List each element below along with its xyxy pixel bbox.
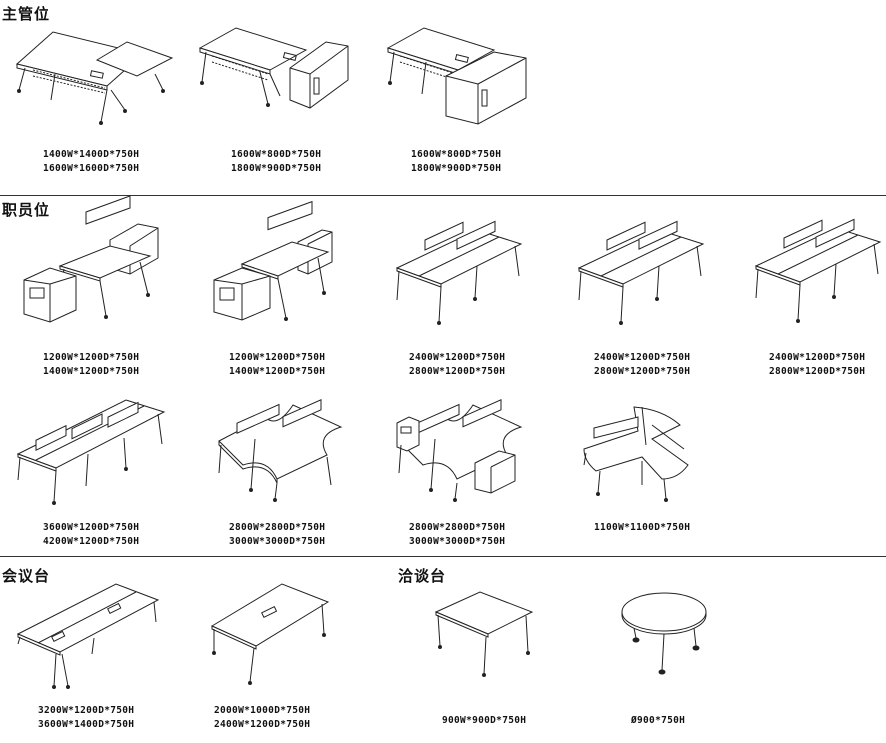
two-seat-cabinet-icon	[20, 210, 160, 330]
square-table-icon	[434, 590, 534, 680]
dimension-text: 1200W*1200D*750H 1400W*1200D*750H	[43, 351, 139, 379]
desk-side-cabinet-icon	[386, 28, 546, 138]
dimension-line: Ø900*750H	[631, 715, 686, 726]
section-title-manager: 主管位	[2, 5, 51, 23]
dimension-text: 2800W*2800D*750H 3000W*3000D*750H	[229, 521, 325, 549]
dimension-line: 3000W*3000D*750H	[229, 536, 326, 547]
cross-four-seat-icon	[215, 403, 345, 503]
dimension-text: 900W*900D*750H	[442, 714, 526, 728]
four-seat-bench-icon	[395, 228, 525, 328]
dimension-text: 2400W*1200D*750H 2800W*1200D*750H	[594, 351, 690, 379]
dimension-line: 1800W*900D*750H	[231, 163, 322, 174]
dimension-line: 3600W*1200D*750H	[43, 522, 140, 533]
product-four-seat-bench	[754, 226, 884, 326]
dimension-line: 4200W*1200D*750H	[43, 536, 140, 547]
dimension-line: 2000W*1000D*750H	[214, 705, 311, 716]
dimension-line: 1600W*1600D*750H	[43, 163, 140, 174]
dimension-line: 2800W*2800D*750H	[229, 522, 326, 533]
dimension-text: 3600W*1200D*750H 4200W*1200D*750H	[43, 521, 139, 549]
dimension-line: 3600W*1400D*750H	[38, 719, 135, 730]
section-divider	[0, 195, 886, 196]
six-seat-bench-icon	[16, 398, 166, 508]
dimension-line: 2800W*1200D*750H	[409, 366, 506, 377]
four-seat-bench-icon	[754, 226, 884, 326]
dimension-text: 1400W*1400D*750H 1600W*1600D*750H	[43, 148, 139, 176]
dimension-line: 1400W*1200D*750H	[43, 366, 140, 377]
product-round-table	[620, 592, 710, 678]
product-two-seat-cabinet	[20, 210, 160, 330]
dimension-line: 3200W*1200D*750H	[38, 705, 135, 716]
dimension-line: 2800W*2800D*750H	[409, 522, 506, 533]
section-title-negotiation: 洽谈台	[398, 567, 447, 585]
dimension-line: 1600W*800D*750H	[231, 149, 322, 160]
product-six-seat-bench	[16, 398, 166, 508]
dimension-line: 2400W*1200D*750H	[214, 719, 311, 730]
dimension-line: 1400W*1200D*750H	[229, 366, 326, 377]
product-square-table	[434, 590, 534, 680]
two-seat-cabinet-icon	[212, 222, 342, 330]
l-desk-icon	[15, 30, 175, 140]
product-meeting-table	[210, 582, 330, 687]
dimension-line: 1200W*1200D*750H	[43, 352, 140, 363]
long-meeting-table-icon	[16, 582, 161, 692]
dimension-line: 2800W*1200D*750H	[769, 366, 866, 377]
product-three-seat-pod	[582, 405, 692, 500]
product-four-seat-bench	[577, 228, 707, 328]
dimension-text: 1600W*800D*750H 1800W*900D*750H	[231, 148, 321, 176]
dimension-line: 1600W*800D*750H	[411, 149, 502, 160]
section-title-meeting: 会议台	[2, 567, 51, 585]
dimension-line: 1800W*900D*750H	[411, 163, 502, 174]
product-l-desk	[15, 30, 175, 140]
dimension-text: 1100W*1100D*750H	[594, 521, 690, 535]
dimension-line: 1400W*1400D*750H	[43, 149, 140, 160]
dimension-text: 1200W*1200D*750H 1400W*1200D*750H	[229, 351, 325, 379]
section-divider	[0, 556, 886, 557]
dimension-line: 2400W*1200D*750H	[594, 352, 691, 363]
meeting-table-icon	[210, 582, 330, 687]
dimension-line: 900W*900D*750H	[442, 715, 527, 726]
product-four-seat-bench	[395, 228, 525, 328]
four-seat-bench-icon	[577, 228, 707, 328]
product-two-seat-cabinet	[212, 222, 342, 330]
dimension-text: 1600W*800D*750H 1800W*900D*750H	[411, 148, 501, 176]
product-cross-four-seat	[215, 403, 345, 503]
three-seat-pod-icon	[582, 405, 692, 500]
dimension-text: 2400W*1200D*750H 2800W*1200D*750H	[769, 351, 865, 379]
cross-four-seat-cabinet-icon	[395, 403, 525, 503]
dimension-text: 2800W*2800D*750H 3000W*3000D*750H	[409, 521, 505, 549]
dimension-line: 3000W*3000D*750H	[409, 536, 506, 547]
section-title-staff: 职员位	[2, 201, 51, 219]
dimension-text: 2400W*1200D*750H 2800W*1200D*750H	[409, 351, 505, 379]
product-desk-cabinet	[198, 28, 358, 138]
product-desk-side-cabinet	[386, 28, 546, 138]
product-long-meeting-table	[16, 582, 161, 692]
desk-cabinet-icon	[198, 28, 358, 138]
dimension-text: 2000W*1000D*750H 2400W*1200D*750H	[214, 704, 310, 732]
dimension-text: 3200W*1200D*750H 3600W*1400D*750H	[38, 704, 134, 732]
dimension-line: 2800W*1200D*750H	[594, 366, 691, 377]
dimension-line: 1100W*1100D*750H	[594, 522, 691, 533]
round-table-icon	[620, 592, 710, 678]
product-cross-four-seat-cabinet	[395, 403, 525, 503]
dimension-line: 2400W*1200D*750H	[409, 352, 506, 363]
dimension-text: Ø900*750H	[631, 714, 685, 728]
dimension-line: 1200W*1200D*750H	[229, 352, 326, 363]
dimension-line: 2400W*1200D*750H	[769, 352, 866, 363]
